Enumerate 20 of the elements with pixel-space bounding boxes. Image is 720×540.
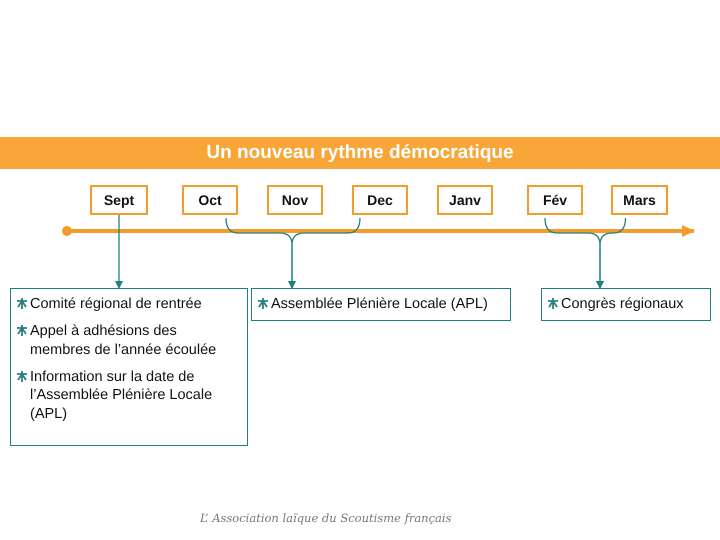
footer-tagline: L’ Association laïque du Scoutisme français	[200, 512, 452, 525]
event-text: Comité régional de rentrée	[30, 295, 202, 314]
bracket-arrow	[596, 218, 626, 289]
event-card	[541, 288, 711, 321]
bracket-arrow	[288, 218, 361, 289]
event-text: Assemblée Plénière Locale (APL)	[271, 295, 488, 314]
month-box: Mars	[611, 185, 668, 215]
month-box: Nov	[267, 185, 323, 215]
event-card	[251, 288, 511, 321]
arrow	[115, 215, 123, 289]
month-box: Janv	[437, 185, 493, 215]
month-box: Dec	[352, 185, 408, 215]
event-text: Congrès régionaux	[561, 295, 684, 314]
month-box: Sept	[90, 185, 148, 215]
event-text: Information sur la date de l’Assemblée Plénière Locale (APL)	[30, 368, 214, 424]
event-card	[10, 288, 248, 446]
month-box: Fév	[527, 185, 583, 215]
title: Un nouveau rythme démocratique	[206, 142, 514, 164]
event-text: Appel à adhésions des membres de l’année écoulée	[30, 322, 218, 360]
month-box: Oct	[182, 185, 238, 215]
